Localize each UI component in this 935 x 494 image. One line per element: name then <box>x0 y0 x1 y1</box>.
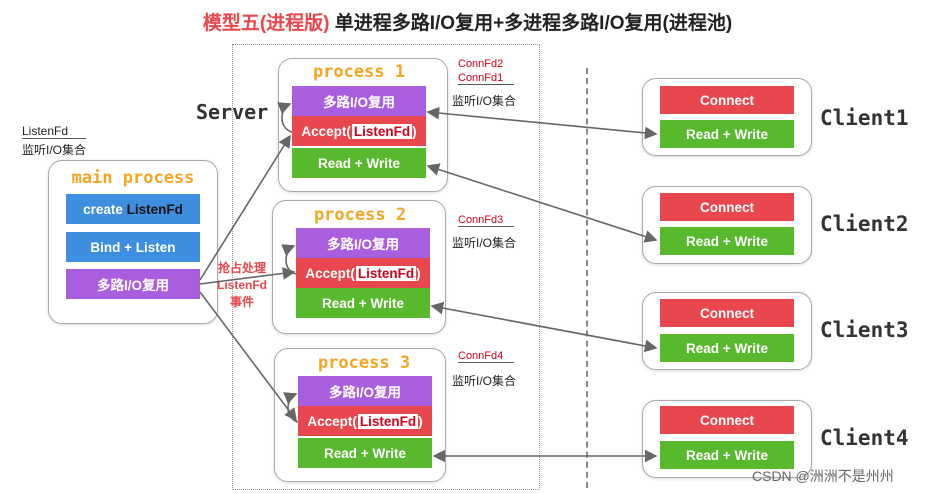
grab-note-line1: 抢占处理 <box>217 261 266 275</box>
listen-note-fd: ListenFd <box>22 124 86 139</box>
client-2-label: Client2 <box>820 212 909 236</box>
process-1-accept-prefix: Accept( <box>301 123 351 139</box>
client-3-connect: Connect <box>660 299 794 327</box>
title-desc: 单进程多路I/O复用+多进程多路I/O复用(进程池) <box>334 13 733 34</box>
process-3-mux: 多路I/O复用 <box>298 376 432 406</box>
process-1-title: process 1 <box>312 62 406 82</box>
arrow-main-to-p3 <box>199 291 297 422</box>
server-label: Server <box>196 100 269 124</box>
arrow-main-to-p2 <box>199 267 296 285</box>
arrow-main-to-p1 <box>199 134 291 281</box>
process-3-accept-suffix: ) <box>418 413 423 429</box>
client-1-connect: Connect <box>660 86 794 114</box>
process-3-rw: Read + Write <box>298 438 432 468</box>
grab-listenfd-note: 抢占处理 ListenFd 事件 <box>214 260 270 311</box>
client-1-rw: Read + Write <box>660 120 794 148</box>
process-2-mux: 多路I/O复用 <box>296 228 430 258</box>
process-3-title: process 3 <box>317 353 411 373</box>
client-3-label: Client3 <box>820 318 909 342</box>
grab-note-line2: ListenFd <box>217 278 267 292</box>
loop-p2 <box>281 244 297 275</box>
server-region <box>232 44 540 490</box>
create-prefix: create <box>83 201 127 217</box>
process-1-rw: Read + Write <box>292 148 426 178</box>
process-1-accept-fd: ListenFd <box>351 123 413 139</box>
network-divider <box>586 68 588 488</box>
client-2-connect: Connect <box>660 193 794 221</box>
process-3-connfd: ConnFd4 <box>458 350 514 363</box>
main-process-title: main process <box>71 168 195 188</box>
create-listenfd-bar: create ListenFd <box>66 194 200 224</box>
listen-note-set: 监听I/O集合 <box>22 143 87 157</box>
process-3-accept: Accept(ListenFd) <box>298 406 432 436</box>
arrow-p1-client2 <box>426 163 658 243</box>
loop-p3 <box>283 392 299 423</box>
process-1-connfd-b: ConnFd1 <box>458 72 514 85</box>
process-2-accept-suffix: ) <box>416 265 421 281</box>
client-4-label: Client4 <box>820 426 909 450</box>
bind-listen-bar: Bind + Listen <box>66 232 200 262</box>
process-1-accept: Accept(ListenFd) <box>292 116 426 146</box>
process-1-accept-suffix: ) <box>412 123 417 139</box>
process-3-accept-prefix: Accept( <box>307 413 357 429</box>
grab-note-line3: 事件 <box>229 295 254 309</box>
process-1-connfd-a: ConnFd2 <box>458 58 504 70</box>
process-1-mux: 多路I/O复用 <box>292 86 426 116</box>
client-1-label: Client1 <box>820 106 909 130</box>
create-fd: ListenFd <box>126 201 183 217</box>
process-3-listen-set: 监听I/O集合 <box>452 374 517 388</box>
main-mux-bar: 多路I/O复用 <box>66 269 200 299</box>
process-2-rw: Read + Write <box>296 288 430 318</box>
client-4-connect: Connect <box>660 406 794 434</box>
loop-p1 <box>277 102 293 133</box>
arrow-p2-client3 <box>430 301 658 353</box>
process-2-accept-prefix: Accept( <box>305 265 355 281</box>
client-4-rw: Read + Write <box>660 441 794 469</box>
title-model: 模型五(进程版) <box>202 13 330 34</box>
client-2-rw: Read + Write <box>660 227 794 255</box>
process-2-accept-fd: ListenFd <box>355 265 417 281</box>
process-3-accept-fd: ListenFd <box>357 413 419 429</box>
arrow-p1-client1 <box>426 106 658 140</box>
process-2-title: process 2 <box>313 205 407 225</box>
process-1-listen-set: 监听I/O集合 <box>452 94 517 108</box>
diagram-title: 模型五(进程版) 单进程多路I/O复用+多进程多路I/O复用(进程池) <box>0 8 935 35</box>
footer-watermark: CSDN @洲洲不是州州 <box>752 468 894 484</box>
client-3-rw: Read + Write <box>660 334 794 362</box>
process-2-accept: Accept(ListenFd) <box>296 258 430 288</box>
